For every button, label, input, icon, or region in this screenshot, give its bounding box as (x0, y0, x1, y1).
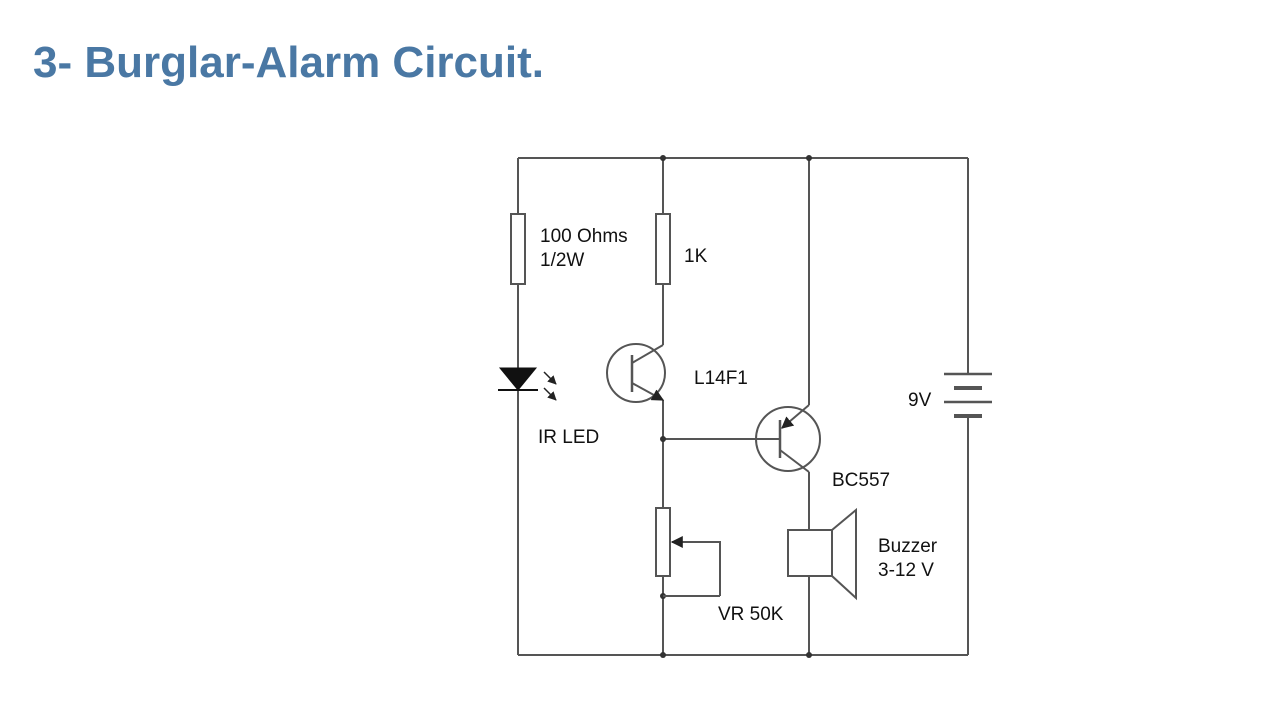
junction-dot (660, 155, 666, 161)
potentiometer-vr50k (655, 507, 721, 597)
wires (517, 157, 969, 656)
potentiometer-label: VR 50K (718, 604, 784, 625)
junction-dot (806, 652, 812, 658)
buzzer-label-name: Buzzer (878, 536, 938, 557)
resistor-1k (655, 213, 671, 285)
phototransistor-label: L14F1 (694, 368, 748, 389)
resistor-100-ohm-label-value: 100 Ohms (540, 226, 628, 247)
slide-title: 3- Burglar-Alarm Circuit. (33, 38, 544, 87)
buzzer-symbol (787, 507, 857, 601)
transistor-bc557 (755, 404, 821, 473)
junction-dot (806, 155, 812, 161)
resistor-1k-label: 1K (684, 246, 708, 267)
resistor-100-ohm-label-power: 1/2W (540, 250, 584, 271)
ir-led-label: IR LED (538, 427, 599, 448)
junction-dot (660, 436, 666, 442)
phototransistor-l14f1 (606, 343, 666, 403)
battery-9v (944, 372, 992, 418)
transistor-label: BC557 (832, 470, 890, 491)
buzzer-label-voltage: 3-12 V (878, 560, 934, 581)
resistor-100-ohm (510, 213, 526, 285)
battery-label: 9V (908, 390, 932, 411)
ir-led-symbol (498, 367, 557, 401)
junction-dot (660, 652, 666, 658)
